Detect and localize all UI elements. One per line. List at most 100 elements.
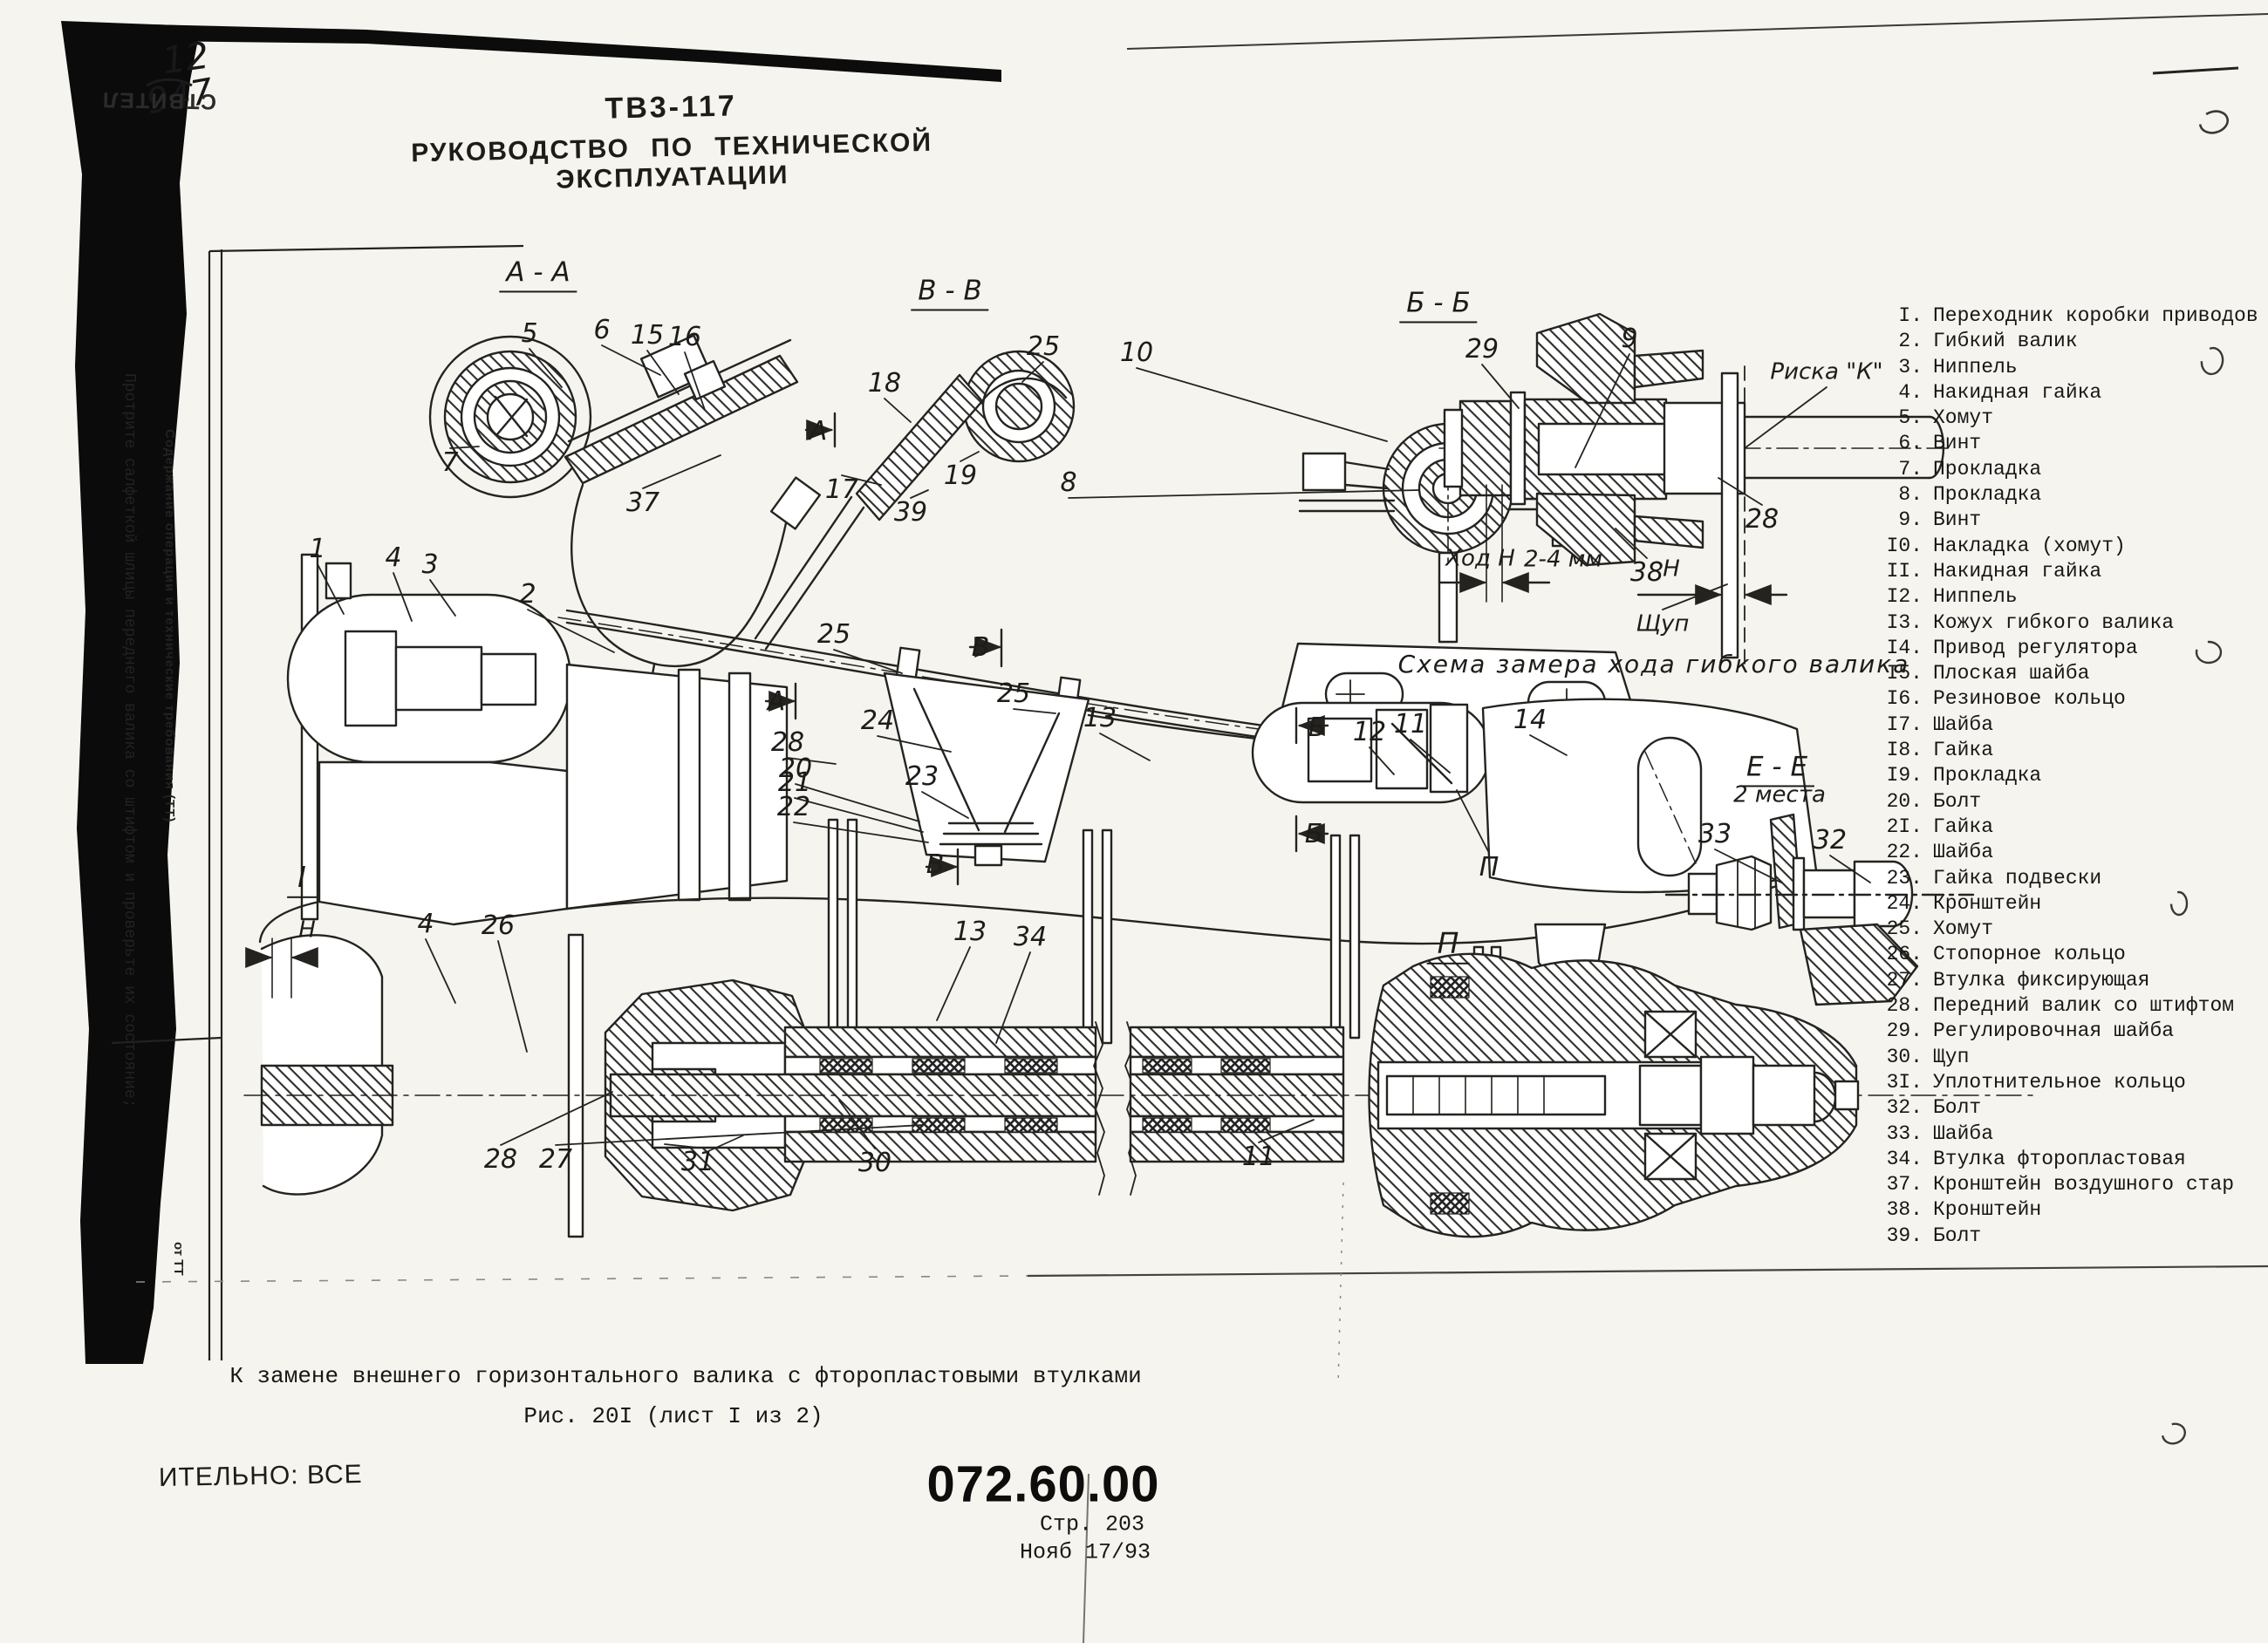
part-list-item: 25. Хомут	[1877, 917, 2268, 942]
doc-code: 072.60.00	[926, 1456, 1160, 1513]
drawing-annotation: А	[767, 685, 786, 717]
drawing-annotation: 24	[860, 705, 895, 736]
part-number: I2.	[1886, 585, 1923, 609]
part-name: Регулировочная шайба	[1933, 1019, 2175, 1043]
part-list-item: 30.Щуп	[1877, 1045, 2268, 1070]
drawing-annotation: А	[809, 415, 828, 447]
part-number: 22.	[1886, 841, 1923, 864]
drawing-annotation: 17	[824, 474, 859, 505]
part-number: I0.	[1886, 534, 1923, 557]
part-list-item: I9. Прокладка	[1877, 763, 2268, 788]
part-number: I3.	[1886, 610, 1923, 634]
part-name: Накладка (хомут)	[1933, 534, 2126, 557]
drawing-annotation: 8	[1060, 467, 1077, 498]
part-name: Ниппель	[1933, 585, 2018, 609]
part-list-item: 4.Накидная гайка	[1877, 380, 2268, 406]
drawing-annotation: 13	[953, 916, 987, 947]
section-view-a-a	[428, 334, 799, 712]
part-list-item: 9.Винт	[1877, 508, 2268, 533]
leader-lines	[317, 344, 1871, 1149]
part-number: 26.	[1886, 943, 1923, 966]
part-list-item: 29. Регулировочная шайба	[1877, 1019, 2268, 1044]
part-number: 37.	[1886, 1173, 1923, 1196]
drawing-annotation: 3	[421, 549, 439, 580]
part-number: 39.	[1886, 1224, 1923, 1247]
part-number: 27.	[1886, 968, 1923, 992]
part-list-item: 33.Шайба	[1877, 1121, 2268, 1147]
part-number: 3I.	[1886, 1070, 1923, 1094]
part-name: Болт	[1933, 1224, 1982, 1247]
part-number: 23.	[1886, 866, 1923, 890]
part-name: Накидная гайка	[1933, 559, 2102, 583]
drawing-annotation: Ход Н	[1445, 545, 1515, 572]
margin-operation-text: Протрите салфеткой шлицы переднего валик…	[120, 373, 138, 1108]
drawing-annotation: 12	[1352, 716, 1387, 747]
part-name: Хомут	[1933, 917, 1994, 941]
part-list-item: I5.Плоская шайба	[1877, 661, 2268, 686]
part-name: Переходник коробки приводов	[1933, 304, 2258, 327]
part-number: 28.	[1886, 994, 1923, 1018]
drawing-annotation: 2	[519, 578, 536, 610]
part-number: I9.	[1886, 764, 1923, 787]
drawing-annotation: В	[971, 631, 990, 663]
part-list-item: 20. Болт	[1877, 789, 2268, 815]
part-number: I4.	[1886, 636, 1923, 659]
part-list-item: 2.Гибкий валик	[1877, 329, 2268, 354]
drawing-annotation: Б - Б	[1399, 287, 1478, 324]
part-list-item: 27. Втулка фиксирующая	[1877, 968, 2268, 993]
part-number: 30.	[1886, 1045, 1923, 1068]
part-name: Кронштейн	[1933, 891, 2042, 915]
part-number: 33.	[1886, 1121, 1923, 1145]
drawing-annotation: 30	[857, 1147, 892, 1178]
drawing-annotation: 28	[1745, 503, 1780, 535]
drawing-annotation: 25	[816, 618, 851, 650]
part-number: 34.	[1886, 1147, 1923, 1170]
drawing-annotation: 29	[1465, 333, 1499, 365]
part-number: 7.	[1898, 457, 1923, 481]
part-number: 29.	[1886, 1019, 1923, 1043]
drawing-annotation: Схема замера хода гибкого валика	[1397, 649, 1910, 678]
part-name: Прокладка	[1933, 483, 2042, 507]
part-list-item: 37.Кронштейн воздушного стар	[1877, 1172, 2268, 1197]
drawing-annotation: Щуп	[1636, 610, 1690, 637]
drawing-annotation: 11	[1393, 708, 1428, 740]
part-list-item: 5.Хомут	[1877, 406, 2268, 431]
part-list-item: 3I.Уплотнительное кольцо	[1877, 1070, 2268, 1095]
part-list-item: 22.Шайба	[1877, 840, 2268, 865]
drawing-annotation: 22	[776, 791, 811, 822]
drawing-annotation: 28	[483, 1143, 518, 1175]
part-name: Кронштейн	[1933, 1198, 2042, 1222]
part-list-item: 23.Гайка подвески	[1877, 866, 2268, 891]
part-name: Втулка фторопластовая	[1933, 1147, 2186, 1170]
drawing-annotation: 18	[867, 367, 902, 399]
part-list-item: 2I.Гайка	[1877, 815, 2268, 840]
part-number: 20.	[1886, 789, 1923, 813]
part-list-item: I4.Привод регулятора	[1877, 636, 2268, 661]
part-list-item: I0. Накладка (хомут)	[1877, 534, 2268, 559]
drawing-annotation: В	[926, 849, 945, 880]
part-number: 38.	[1886, 1198, 1923, 1222]
drawing-annotation: 33	[1698, 818, 1732, 849]
detail-view-p	[1368, 952, 1860, 1238]
part-number: 2I.	[1886, 815, 1923, 838]
drawing-annotation: 37	[625, 487, 660, 518]
part-name: Прокладка	[1933, 457, 2042, 481]
drawing-annotation: 31	[680, 1146, 715, 1177]
drawing-annotation: 1	[309, 533, 326, 564]
part-list-item: 7. Прокладка	[1877, 457, 2268, 482]
drawing-annotation: 32	[1813, 824, 1848, 856]
margin-bottom-note: от ТТ	[171, 1242, 186, 1276]
drawing-annotation: 28	[770, 726, 805, 758]
part-list-item: 38. Кронштейн	[1877, 1197, 2268, 1223]
part-name: Болт	[1933, 789, 1982, 813]
section-view-e-e	[1664, 813, 1975, 1006]
drawing-annotation: 15	[630, 319, 665, 351]
part-number: 25.	[1886, 917, 1923, 941]
part-name: Прокладка	[1933, 764, 2042, 787]
drawing-annotation: Б	[1308, 712, 1327, 743]
part-number: 6.	[1898, 432, 1923, 455]
part-name: Втулка фиксирующая	[1933, 968, 2150, 992]
part-number: 2.	[1898, 330, 1923, 353]
